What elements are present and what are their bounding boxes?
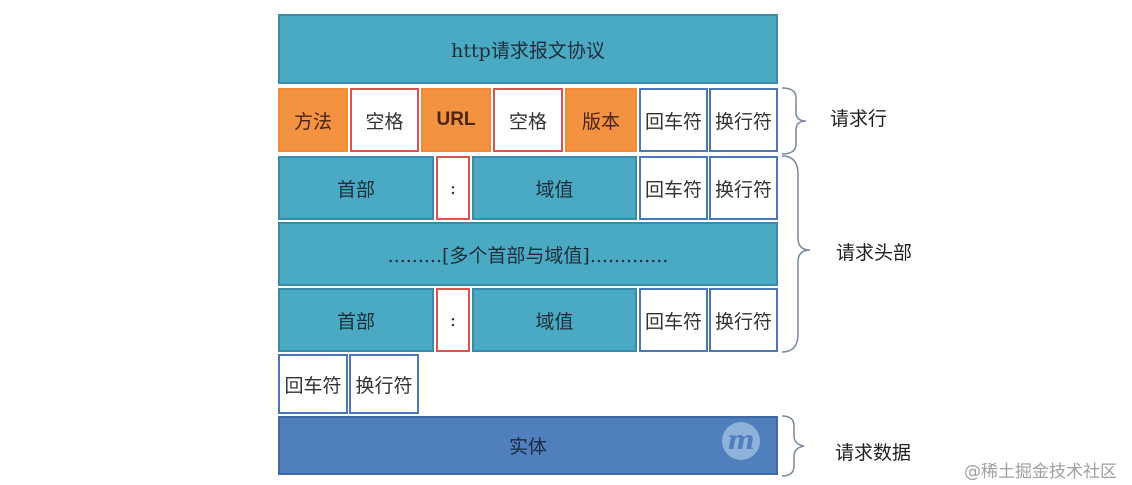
request-data-label: 请求数据 bbox=[835, 442, 912, 464]
blank-line-carriage-return-cell: 回车符 bbox=[278, 354, 348, 414]
space-cell-1: 空格 bbox=[350, 88, 419, 152]
version-cell: 版本 bbox=[565, 88, 637, 152]
header-value-cell: 域值 bbox=[472, 288, 637, 352]
watermark-logo-icon: m bbox=[722, 422, 760, 460]
request-line-brace-icon bbox=[781, 87, 807, 155]
colon-cell: : bbox=[436, 156, 470, 220]
header-name-cell: 首部 bbox=[278, 288, 434, 352]
multiple-headers-row: .........[多个首部与域值]............. bbox=[278, 222, 778, 286]
header-value-cell: 域值 bbox=[472, 156, 637, 220]
request-headers-brace-icon bbox=[781, 155, 811, 353]
line-feed-cell: 换行符 bbox=[709, 288, 778, 352]
request-headers-label: 请求头部 bbox=[836, 242, 913, 264]
line-feed-cell: 换行符 bbox=[709, 156, 778, 220]
space-cell-2: 空格 bbox=[493, 88, 563, 152]
diagram-title: http请求报文协议 bbox=[278, 14, 778, 84]
header-name-cell: 首部 bbox=[278, 156, 434, 220]
method-cell: 方法 bbox=[278, 88, 348, 152]
url-cell: URL bbox=[421, 88, 491, 152]
blank-line-line-feed-cell: 换行符 bbox=[349, 354, 419, 414]
request-line-label: 请求行 bbox=[830, 108, 888, 130]
request-data-brace-icon bbox=[781, 415, 805, 477]
carriage-return-cell: 回车符 bbox=[639, 288, 708, 352]
entity-body-row: 实体 bbox=[278, 416, 778, 475]
carriage-return-cell: 回车符 bbox=[639, 88, 708, 152]
colon-cell: : bbox=[436, 288, 470, 352]
line-feed-cell: 换行符 bbox=[709, 88, 778, 152]
source-watermark: @稀土掘金技术社区 bbox=[964, 462, 1117, 482]
carriage-return-cell: 回车符 bbox=[639, 156, 708, 220]
